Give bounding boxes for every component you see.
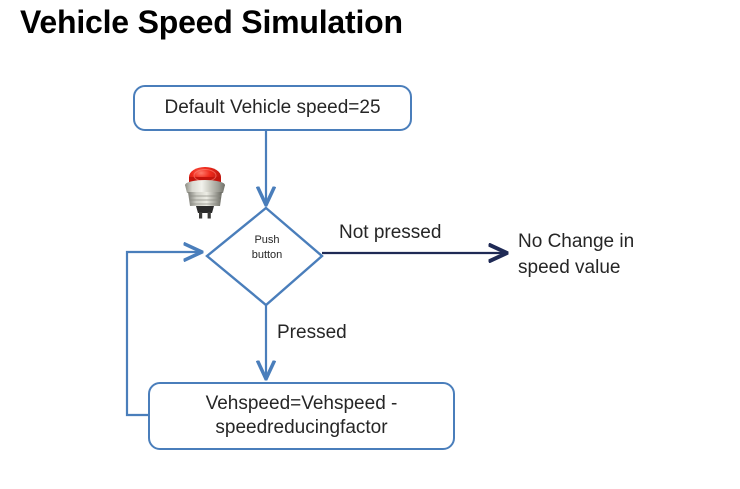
edge-label-pressed: Pressed (277, 322, 347, 343)
terminal-no-change-text: No Change in speed value (518, 229, 668, 280)
terminal-line1: No Change in (518, 231, 635, 252)
speed-update-line2: speedreducingfactor (215, 417, 388, 438)
node-speed-update: Vehspeed=Vehspeed - speedreducingfactor (148, 382, 455, 450)
terminal-line2: speed value (518, 256, 621, 278)
edge-label-not-pressed: Not pressed (339, 222, 442, 243)
connector-feedback-loop (125, 252, 200, 417)
node-default-speed: Default Vehicle speed=25 (133, 85, 412, 131)
push-button-icon (185, 167, 225, 219)
speed-update-line1: Vehspeed=Vehspeed - (205, 393, 398, 415)
decision-label-line2: button (251, 248, 283, 261)
page-title: Vehicle Speed Simulation (20, 4, 403, 40)
decision-label: Push button (228, 233, 306, 263)
decision-label-line1: Push (254, 234, 280, 246)
